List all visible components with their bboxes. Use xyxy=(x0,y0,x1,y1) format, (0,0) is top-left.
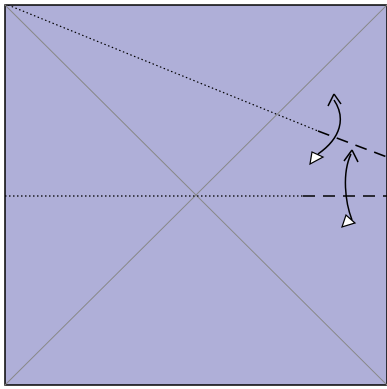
fold-arrow-upper xyxy=(309,93,342,166)
valley-fold-line-diagonal xyxy=(317,130,387,158)
fold-arrow-lower xyxy=(341,149,359,228)
diagonal-crease-2 xyxy=(4,4,387,386)
